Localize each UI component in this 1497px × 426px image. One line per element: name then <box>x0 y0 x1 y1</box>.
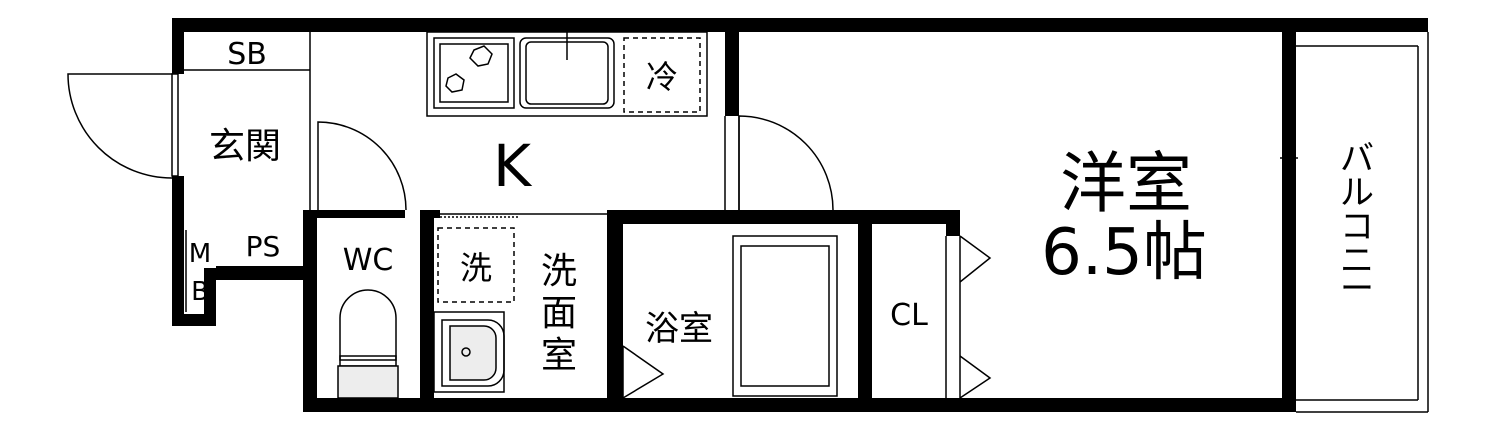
refrigerator-icon <box>623 37 701 113</box>
balcony-label-5: ー <box>1340 269 1374 309</box>
stove-icon <box>433 37 515 109</box>
mb-label-m: M <box>189 239 211 269</box>
refrigerator-label: 冷 <box>646 58 678 96</box>
washer-label: 洗 <box>460 249 492 287</box>
balcony-label-2: ル <box>1340 173 1374 213</box>
walls <box>172 18 1428 412</box>
washroom-label-1: 洗 <box>541 251 577 292</box>
wc-label: WC <box>343 243 394 278</box>
balcony-label-3: コ <box>1340 207 1374 247</box>
wash-basin-icon <box>433 311 505 393</box>
western-room-size-label: 6.5帖 <box>1041 216 1207 290</box>
entrance-door <box>67 73 173 179</box>
thin-lines <box>171 31 1429 413</box>
mb-label-b: B <box>191 277 209 307</box>
washroom-label-2: 面 <box>541 293 577 334</box>
western-room-label: 洋室 <box>1060 145 1192 222</box>
wc-door <box>317 121 407 211</box>
toilet-icon <box>337 289 399 399</box>
kitchen-sink-icon <box>519 32 615 109</box>
balcony-label-1: バ <box>1340 139 1374 179</box>
closet-label: CL <box>890 298 928 333</box>
washroom-label-3: 室 <box>541 335 577 376</box>
genkan-label: 玄関 <box>209 126 281 167</box>
sb-label: SB <box>227 37 267 72</box>
door-swings <box>67 73 834 211</box>
balcony-label-4: ニ <box>1340 241 1374 281</box>
room-labels: SB 玄関 K 冷 M B PS WC 洗 洗 面 室 浴室 CL 洋室 6.5… <box>189 37 1374 376</box>
washer-icon <box>437 227 515 303</box>
kitchen-label: K <box>493 132 533 200</box>
bathroom-label: 浴室 <box>645 309 713 349</box>
bathtub-icon <box>732 235 838 397</box>
western-room-door <box>738 115 834 211</box>
ps-label: PS <box>246 230 281 263</box>
